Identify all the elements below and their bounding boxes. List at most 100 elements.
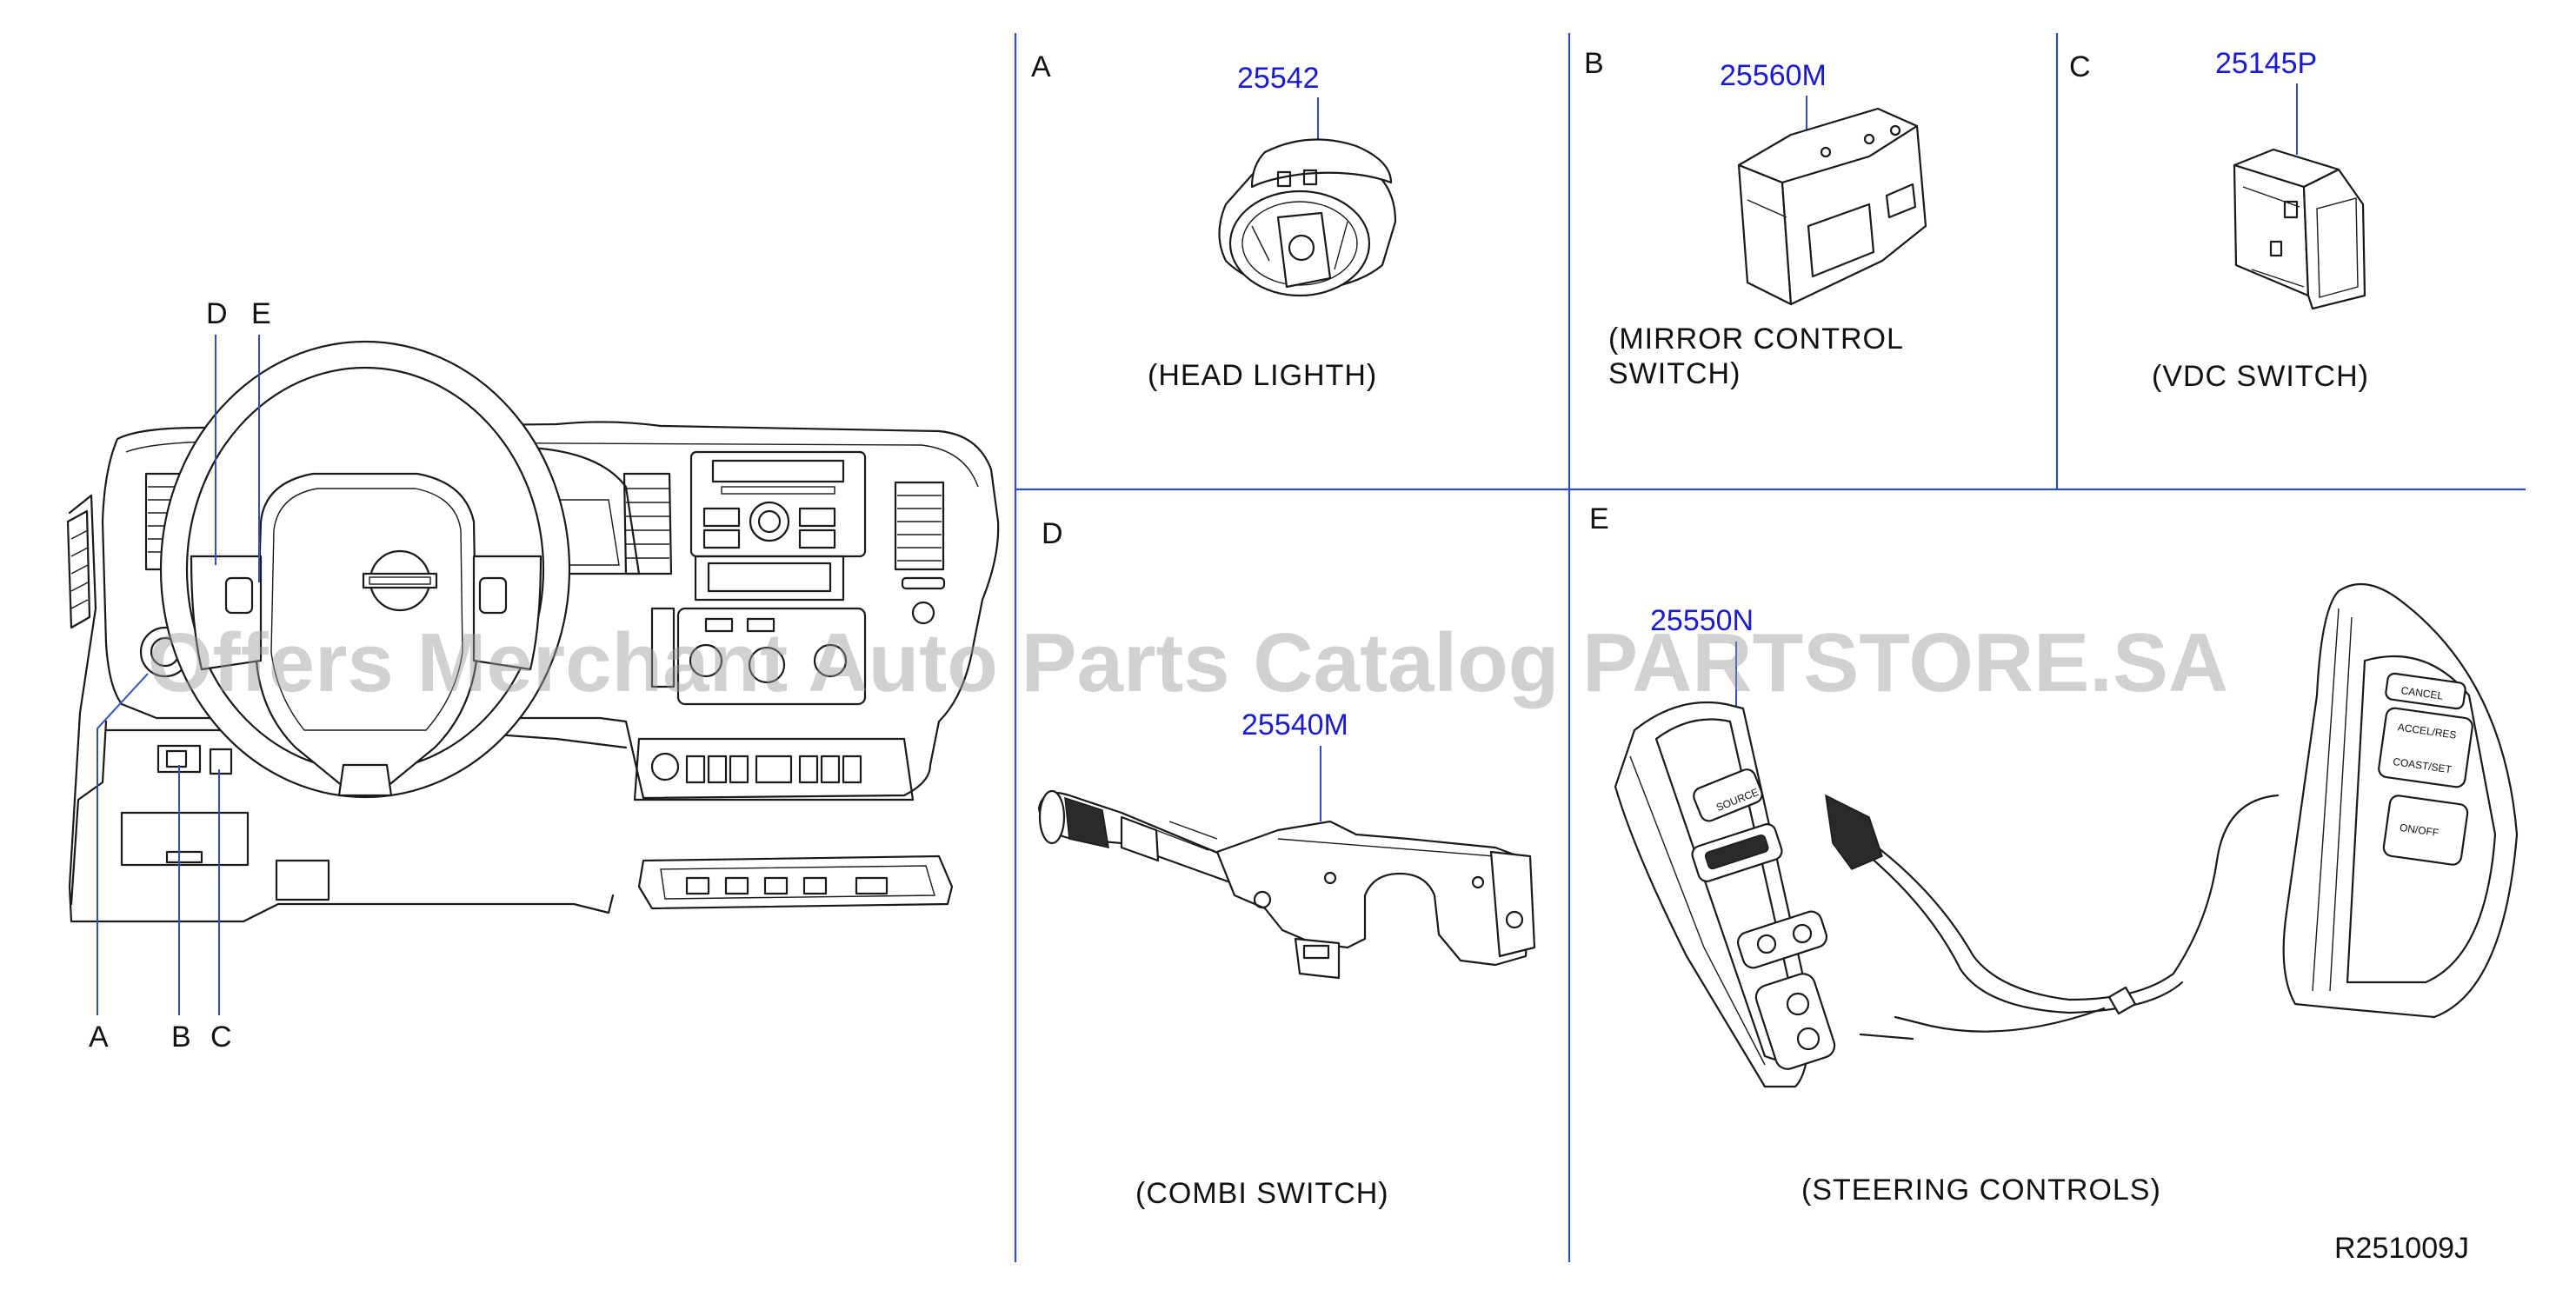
panel-d: D 25540M (COMBI SWITCH) (1037, 517, 1536, 1210)
hvac-knob-center (748, 646, 786, 684)
audio-knob (749, 501, 790, 542)
right-vent-frame (894, 481, 945, 571)
cancel-button-label: CANCEL (2400, 684, 2444, 702)
headlight-switch-part (1218, 138, 1397, 297)
tray-inner (660, 865, 935, 900)
left-vent-slat-2 (70, 547, 89, 557)
switch-bank-btn-4 (755, 755, 793, 784)
audio-btn-4 (798, 529, 836, 549)
panel-b-caption-line2: SWITCH) (1608, 357, 1741, 390)
switch-bank-btn-6 (820, 755, 841, 784)
audio-lower-display (707, 562, 832, 593)
steering-control-right: CANCEL ACCEL/RES COAST/SET ON/OFF (2282, 582, 2519, 1019)
mirror-switch-stud-3 (1889, 124, 1901, 136)
combi-stalk-tip (1038, 789, 1066, 845)
drawing-code: R251009J (2334, 1232, 2469, 1265)
source-button (1693, 768, 1763, 822)
right-vent (894, 481, 946, 625)
mirror-switch-selector (1885, 183, 1917, 219)
vdc-button-inner (2316, 197, 2359, 298)
headlight-collar-top (1250, 138, 1393, 189)
callout-a: A (89, 1021, 109, 1054)
wheel-left-button (224, 576, 254, 615)
switch-bank-frame (633, 737, 915, 801)
vdc-clip (2283, 200, 2299, 219)
left-vent-slat-4 (70, 582, 89, 592)
right-pad-side (2312, 608, 2353, 992)
dashboard-outline (101, 421, 1000, 800)
panel-b-part-number: 25560M (1720, 59, 1827, 92)
switch-bank-btn-1 (685, 755, 706, 784)
cancel-button (2385, 672, 2466, 710)
tray-slot-5 (855, 876, 889, 895)
switch-bank-btn-7 (842, 755, 862, 784)
volume-down-icon (1756, 934, 1777, 954)
lower-switch-bank (633, 737, 915, 801)
wheel-hub (255, 472, 478, 788)
left-vent-slat-5 (70, 599, 89, 609)
hvac-knob-right (813, 643, 848, 678)
panel-a-caption: (HEAD LIGHTH) (1148, 359, 1377, 392)
switch-bank-btn-2 (707, 755, 728, 784)
mirror-switch-part (1737, 107, 1927, 306)
glovebox-handle (165, 850, 203, 864)
wheel-spoke-bottom (337, 763, 393, 797)
switch-bank-btn-3 (729, 755, 749, 784)
vdc-switch-part (2233, 148, 2366, 310)
mirror-switch-stud-1 (1820, 146, 1832, 158)
tray-slot-4 (802, 876, 828, 895)
on-off-button-label: ON/OFF (2399, 821, 2440, 839)
hvac-controls (650, 607, 867, 706)
panel-b-letter: B (1584, 47, 1604, 80)
combi-connector-tab (1302, 944, 1330, 960)
headlight-knob (1276, 211, 1332, 289)
glovebox-panel (120, 811, 250, 867)
harness-clip (2107, 986, 2137, 1015)
panel-c: C 25145P (VDC SWITCH) (2069, 47, 2369, 393)
combi-screw-1 (1253, 890, 1272, 909)
nissan-logo (362, 549, 438, 612)
logo-bar-inner (369, 576, 431, 585)
mirror-switch-edge (1747, 199, 1787, 218)
panel-c-letter: C (2069, 50, 2091, 83)
steering-wheel (159, 340, 571, 799)
combi-screw-4 (1471, 875, 1485, 889)
panel-a-part-number: 25542 (1237, 62, 1320, 95)
headlight-tab-2 (1302, 169, 1318, 186)
hvac-btn-2 (746, 617, 775, 633)
harness-wire-2 (1867, 854, 2184, 1014)
vdc-edge (2242, 186, 2305, 288)
phone-answer-icon (1786, 992, 1810, 1016)
panel-d-caption: (COMBI SWITCH) (1135, 1177, 1389, 1210)
panel-grid (1014, 33, 2526, 1262)
dashboard-top-edge (125, 441, 979, 488)
lower-console-tray (637, 854, 954, 910)
panel-c-caption: (VDC SWITCH) (2152, 360, 2369, 393)
vdc-switch-location (209, 748, 233, 775)
panel-e-part-number: 25550N (1650, 604, 1754, 637)
hvac-btn-1 (704, 617, 734, 633)
combi-wipers (1155, 821, 1218, 851)
callout-e: E (251, 297, 271, 330)
combi-screw-3 (1323, 871, 1337, 885)
phone-rocker (1754, 973, 1836, 1070)
audio-head-unit (689, 450, 867, 602)
headlight-detail (1251, 221, 1348, 270)
panel-b: B 25560M (MIRROR CONTROL SWITCH) (1584, 47, 1927, 390)
panel-a-letter: A (1031, 50, 1051, 83)
audio-btn-3 (702, 529, 741, 549)
tray-slot-3 (763, 876, 789, 895)
volume-up-icon (1792, 923, 1813, 944)
switch-bank-round (650, 752, 680, 781)
vdc-clip-2 (2269, 240, 2283, 257)
combi-stalk-knob (1064, 796, 1109, 848)
leader-a (97, 673, 149, 1015)
panel-a: A 25542 (HEAD LIGHTH) (1031, 50, 1397, 392)
headlight-knob-center (1288, 234, 1315, 262)
right-vent-knob (911, 601, 935, 625)
wheel-spoke-left (190, 555, 263, 671)
combi-right-mount (1489, 850, 1536, 958)
audio-btn-2 (798, 507, 836, 528)
hvac-knob-left (689, 643, 723, 678)
combi-body (1215, 820, 1532, 967)
